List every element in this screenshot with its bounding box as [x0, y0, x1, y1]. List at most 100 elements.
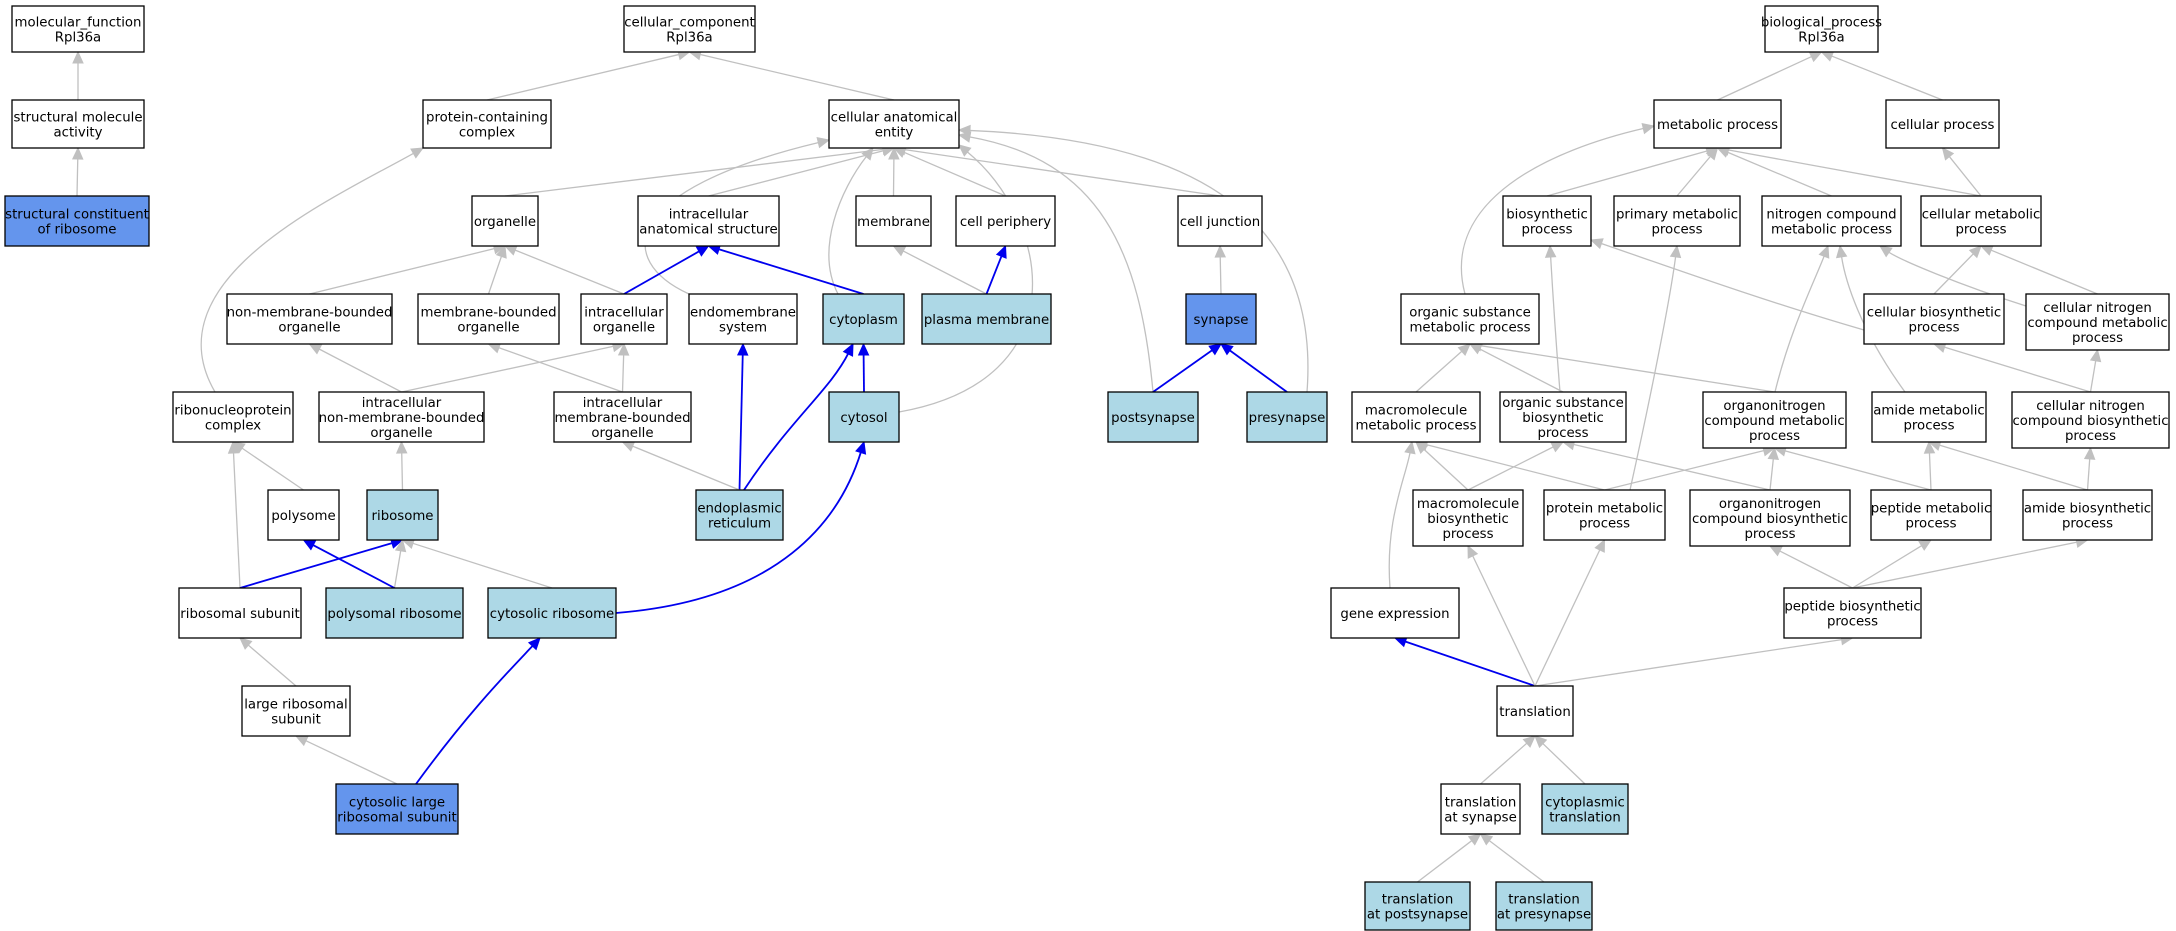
- edge-organic-biosynthetic-to-biosynthetic: [1544, 244, 1561, 393]
- node-cell-periphery[interactable]: cell periphery: [955, 195, 1056, 247]
- edge-macromolecule-metabolic-to-organic-substance: [1415, 343, 1471, 393]
- edge-peptide-biosynthetic-to-peptide-metabolic: [1852, 539, 1933, 589]
- node-box: [1702, 391, 1847, 449]
- node-ribosome[interactable]: ribosome: [366, 489, 439, 541]
- node-box: [1496, 685, 1574, 737]
- node-polysomal-ribosome[interactable]: polysomal ribosome: [325, 587, 464, 639]
- node-synapse[interactable]: synapse: [1185, 293, 1257, 345]
- node-label-line: ribosomal subunit: [337, 811, 456, 826]
- node-label-line: organelle: [370, 426, 432, 441]
- node-membrane[interactable]: membrane: [855, 195, 932, 247]
- node-box: [1246, 391, 1328, 443]
- node-translation[interactable]: translation: [1496, 685, 1574, 737]
- node-label-line: process: [1521, 223, 1572, 238]
- node-label-line: process: [1908, 321, 1959, 336]
- node-label-line: nitrogen compound: [1766, 208, 1896, 223]
- edge-intracellular-organelle-to-organelle: [503, 244, 625, 295]
- node-label-line: process: [1827, 615, 1878, 630]
- node-label-line: of ribosome: [38, 223, 117, 238]
- node-label-line: cytoplasmic: [1545, 796, 1625, 811]
- edge-intra-nonmembrane-to-nonmembrane-organelle: [308, 343, 402, 393]
- node-box: [2025, 293, 2170, 351]
- node-label-line: endoplasmic: [697, 502, 781, 517]
- node-box: [487, 587, 617, 639]
- node-label-line: membrane: [857, 215, 930, 230]
- node-label-line: process: [2065, 429, 2116, 444]
- node-box: [2022, 489, 2153, 541]
- node-label-line: metabolic process: [1771, 223, 1892, 238]
- node-metabolic[interactable]: metabolic process: [1653, 99, 1782, 149]
- edges-layer: [71, 49, 2102, 883]
- node-cellular-process[interactable]: cellular process: [1885, 99, 2000, 149]
- node-label-line: process: [1744, 527, 1795, 542]
- node-plasma-membrane[interactable]: plasma membrane: [921, 293, 1052, 345]
- edge-translation-to-macromolecule-biosynthetic: [1467, 544, 1536, 687]
- node-cell-junction[interactable]: cell junction: [1177, 195, 1263, 247]
- edge-cellular-biosynthetic-to-cellular-metabolic: [1933, 245, 1982, 295]
- node-cytosol[interactable]: cytosol: [828, 391, 900, 443]
- edge-er-to-endomembrane: [736, 342, 749, 491]
- node-label-line: non-membrane-bounded: [227, 306, 393, 321]
- node-box: [688, 293, 798, 345]
- node-label-line: gene expression: [1340, 607, 1449, 622]
- node-box: [921, 293, 1052, 345]
- node-presynapse[interactable]: presynapse: [1246, 391, 1328, 443]
- node-ribosomal-subunit[interactable]: ribosomal subunit: [178, 587, 302, 639]
- edge-intra-membrane-to-membrane-organelle: [487, 342, 623, 393]
- node-gene-expression[interactable]: gene expression: [1330, 587, 1460, 639]
- node-polysome[interactable]: polysome: [267, 489, 340, 541]
- node-intra-nonmembrane[interactable]: intracellularnon-membrane-boundedorganel…: [318, 391, 485, 443]
- edge-cellular-nitrogen-biosynthetic-to-cellular-nitrogen-metabolic: [2089, 348, 2102, 393]
- node-cytoplasm[interactable]: cytoplasm: [822, 293, 905, 345]
- node-label-line: process: [2062, 517, 2113, 532]
- edge-cytosolic-ribosome-to-ribosome: [401, 538, 553, 589]
- node-label-line: ribosome: [372, 509, 434, 524]
- node-label-line: presynapse: [1249, 411, 1326, 426]
- edge-er-to-intra-membrane: [621, 441, 740, 491]
- node-postsynapse[interactable]: postsynapse: [1107, 391, 1199, 443]
- node-cytosolic-ribosome[interactable]: cytosolic ribosome: [487, 587, 617, 639]
- node-label-line: system: [719, 321, 767, 336]
- node-organelle[interactable]: organelle: [471, 195, 539, 247]
- node-label-line: cellular metabolic: [1922, 208, 2041, 223]
